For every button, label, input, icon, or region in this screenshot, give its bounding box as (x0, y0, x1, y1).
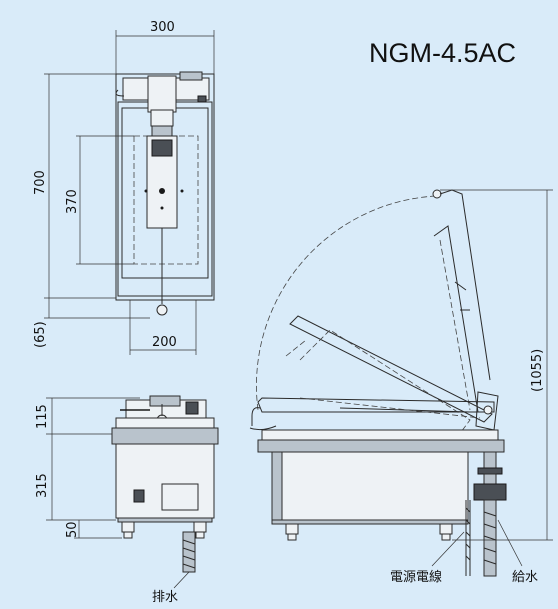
front-view: 排水 115 315 50 (35, 395, 219, 605)
side-view: 電源電線 給水 (1055) (249, 189, 553, 585)
label-drain: 排水 (152, 590, 178, 605)
top-view: 300 700 370 (6 (33, 20, 215, 355)
dim-inner-370: 370 (65, 189, 80, 214)
dim-open-1055: (1055) (530, 349, 545, 392)
dim-depth-700: 700 (33, 170, 48, 195)
dim-rear-65: (65) (33, 321, 48, 348)
label-power-cord: 電源電線 (390, 569, 442, 585)
model-title: NGM-4.5AC (369, 38, 516, 68)
dim-body-315: 315 (35, 473, 50, 498)
dim-inner-200: 200 (152, 335, 177, 350)
dim-leg-50: 50 (65, 521, 80, 538)
dim-width-300: 300 (150, 20, 175, 35)
label-water-supply: 給水 (512, 570, 538, 585)
dim-lid-115: 115 (35, 404, 50, 429)
